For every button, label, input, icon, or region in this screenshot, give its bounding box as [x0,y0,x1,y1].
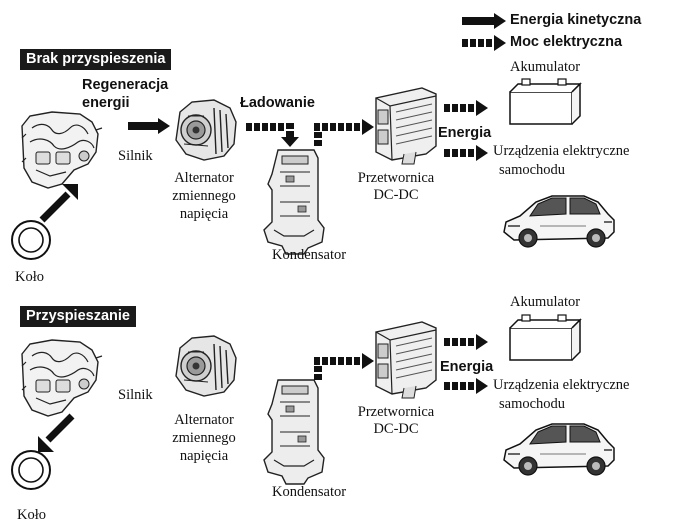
capacitor-label: Kondensator [272,484,347,500]
engine-to-wheel-arrow [38,413,75,452]
wheel-icon [11,450,51,490]
devices-label-line1: Urządzenia elektryczne [493,143,630,159]
capacitor-icon [263,379,325,485]
capacitor-label: Kondensator [272,247,347,263]
alternator-label-line2: zmiennego [172,188,236,204]
energy-label: Energia [440,359,494,375]
energy-label: Energia [438,125,492,141]
legend-kinetic-label: Energia kinetyczna [510,12,642,28]
legend-electric-label: Moc elektryczna [510,34,623,50]
alternator-to-capacitor-arrow [246,123,299,147]
engine-label: Silnik [118,387,153,403]
engine-icon [21,111,103,189]
top-panel-header: Brak przyspieszenia [20,49,172,70]
engine-to-alternator-arrow [128,118,170,134]
alternator-icon [175,99,237,161]
battery-icon [509,78,581,125]
converter-to-battery-arrow [444,100,488,116]
charging-label: Ładowanie [240,95,315,111]
converter-label-line2: DC-DC [373,421,419,437]
regen-label-line1: Regeneracja [82,77,169,93]
battery-icon [509,314,581,361]
converter-label-line2: DC-DC [373,187,419,203]
car-icon [503,423,615,476]
capacitor-to-converter-arrow [314,119,374,146]
dc-dc-converter-icon [375,321,437,399]
dc-dc-converter-icon [375,87,437,165]
devices-label-line2: samochodu [499,162,566,178]
converter-label-line1: Przetwornica [357,404,435,420]
legend-electric-arrow [462,35,506,51]
car-icon [503,195,615,248]
wheel-icon [11,220,51,260]
legend-kinetic-arrow [462,13,506,29]
alternator-icon [175,335,237,397]
converter-to-devices-arrow [444,378,488,394]
alternator-label-line3: napięcia [179,206,229,222]
wheel-label: Koło [17,507,46,523]
converter-to-battery-arrow [444,334,488,350]
alternator-label-line3: napięcia [179,448,229,464]
devices-label-line2: samochodu [499,396,566,412]
engine-icon [21,339,103,417]
devices-label-line1: Urządzenia elektryczne [493,377,630,393]
alternator-label-line1: Alternator [174,170,234,186]
alternator-label-line1: Alternator [174,412,234,428]
engine-label: Silnik [118,148,153,164]
capacitor-icon [263,149,325,255]
capacitor-to-converter-arrow [314,353,374,380]
converter-label-line1: Przetwornica [357,170,435,186]
converter-to-devices-arrow [444,145,488,161]
regen-label-line2: energii [82,95,130,111]
battery-label: Akumulator [510,59,581,75]
wheel-to-engine-arrow [39,184,78,223]
battery-label: Akumulator [510,294,581,310]
wheel-label: Koło [15,269,44,285]
alternator-label-line2: zmiennego [172,430,236,446]
bottom-panel-header: Przyspieszanie [20,306,136,327]
